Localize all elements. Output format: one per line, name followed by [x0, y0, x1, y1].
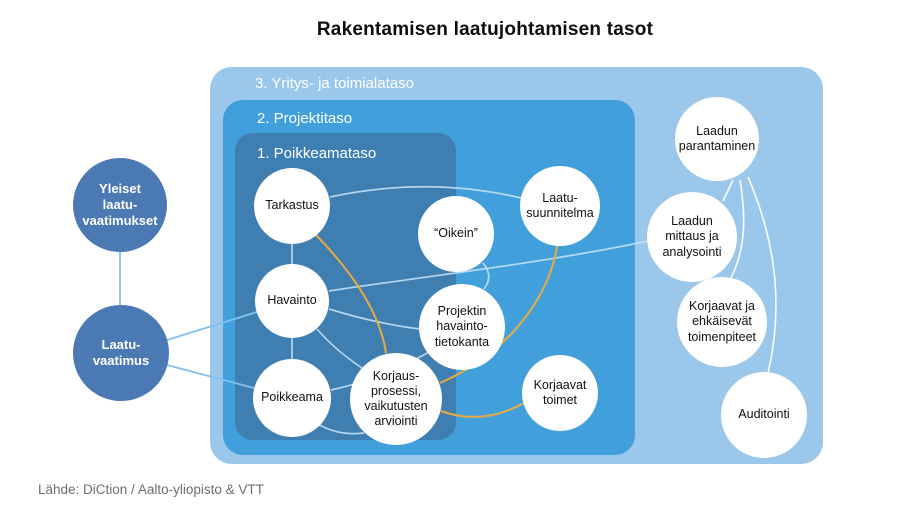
node-laadun-parantaminen: Laadun parantaminen — [675, 97, 759, 181]
node-laatuvaatimus: Laatu- vaatimus — [73, 305, 169, 401]
node-label: Projektin havainto- tietokanta — [434, 304, 490, 349]
diagram-title: Rakentamisen laatujohtamisen tasot — [316, 19, 654, 40]
node-label: “Oikein” — [434, 226, 478, 241]
level-2-label: 2. Projektitaso — [257, 110, 353, 127]
node-tarkastus: Tarkastus — [254, 168, 330, 244]
level-3-label: 3. Yritys- ja toimialataso — [255, 75, 414, 92]
node-oikein: “Oikein” — [418, 196, 494, 272]
node-laatusuunnitelma: Laatu- suunnitelma — [520, 166, 600, 246]
level-1-label: 1. Poikkeamataso — [257, 145, 377, 162]
source-credit: Lähde: DiCtion / Aalto-yliopisto & VTT — [38, 482, 264, 497]
node-yleiset-laatuvaatimukset: Yleiset laatu- vaatimukset — [73, 158, 167, 252]
node-label: Havainto — [267, 293, 317, 308]
node-label: Laadun mittaus ja analysointi — [662, 214, 722, 259]
node-projektin-havaintotietokanta: Projektin havainto- tietokanta — [419, 284, 505, 370]
node-label: Laatu- vaatimus — [92, 336, 150, 368]
node-label: Korjaus- prosessi, vaikutusten arviointi — [364, 368, 428, 429]
node-havainto: Havainto — [255, 264, 329, 338]
node-auditointi: Auditointi — [721, 372, 807, 458]
node-label: Yleiset laatu- vaatimukset — [82, 180, 158, 229]
node-label: Laadun parantaminen — [678, 123, 756, 153]
node-label: Korjaavat toimet — [533, 377, 587, 407]
node-label: Korjaavat ja ehkäisevät toimenpiteet — [687, 299, 757, 344]
node-korjausprosessi: Korjaus- prosessi, vaikutusten arviointi — [350, 353, 442, 445]
node-korjaavat-ehkaisevat: Korjaavat ja ehkäisevät toimenpiteet — [677, 277, 767, 367]
node-label: Tarkastus — [265, 198, 319, 213]
node-laadun-mittaus: Laadun mittaus ja analysointi — [647, 192, 737, 282]
node-label: Laatu- suunnitelma — [526, 190, 594, 220]
node-korjaavat-toimet: Korjaavat toimet — [522, 355, 598, 431]
node-label: Poikkeama — [261, 390, 323, 405]
node-label: Auditointi — [738, 407, 790, 422]
node-poikkeama: Poikkeama — [253, 359, 331, 437]
